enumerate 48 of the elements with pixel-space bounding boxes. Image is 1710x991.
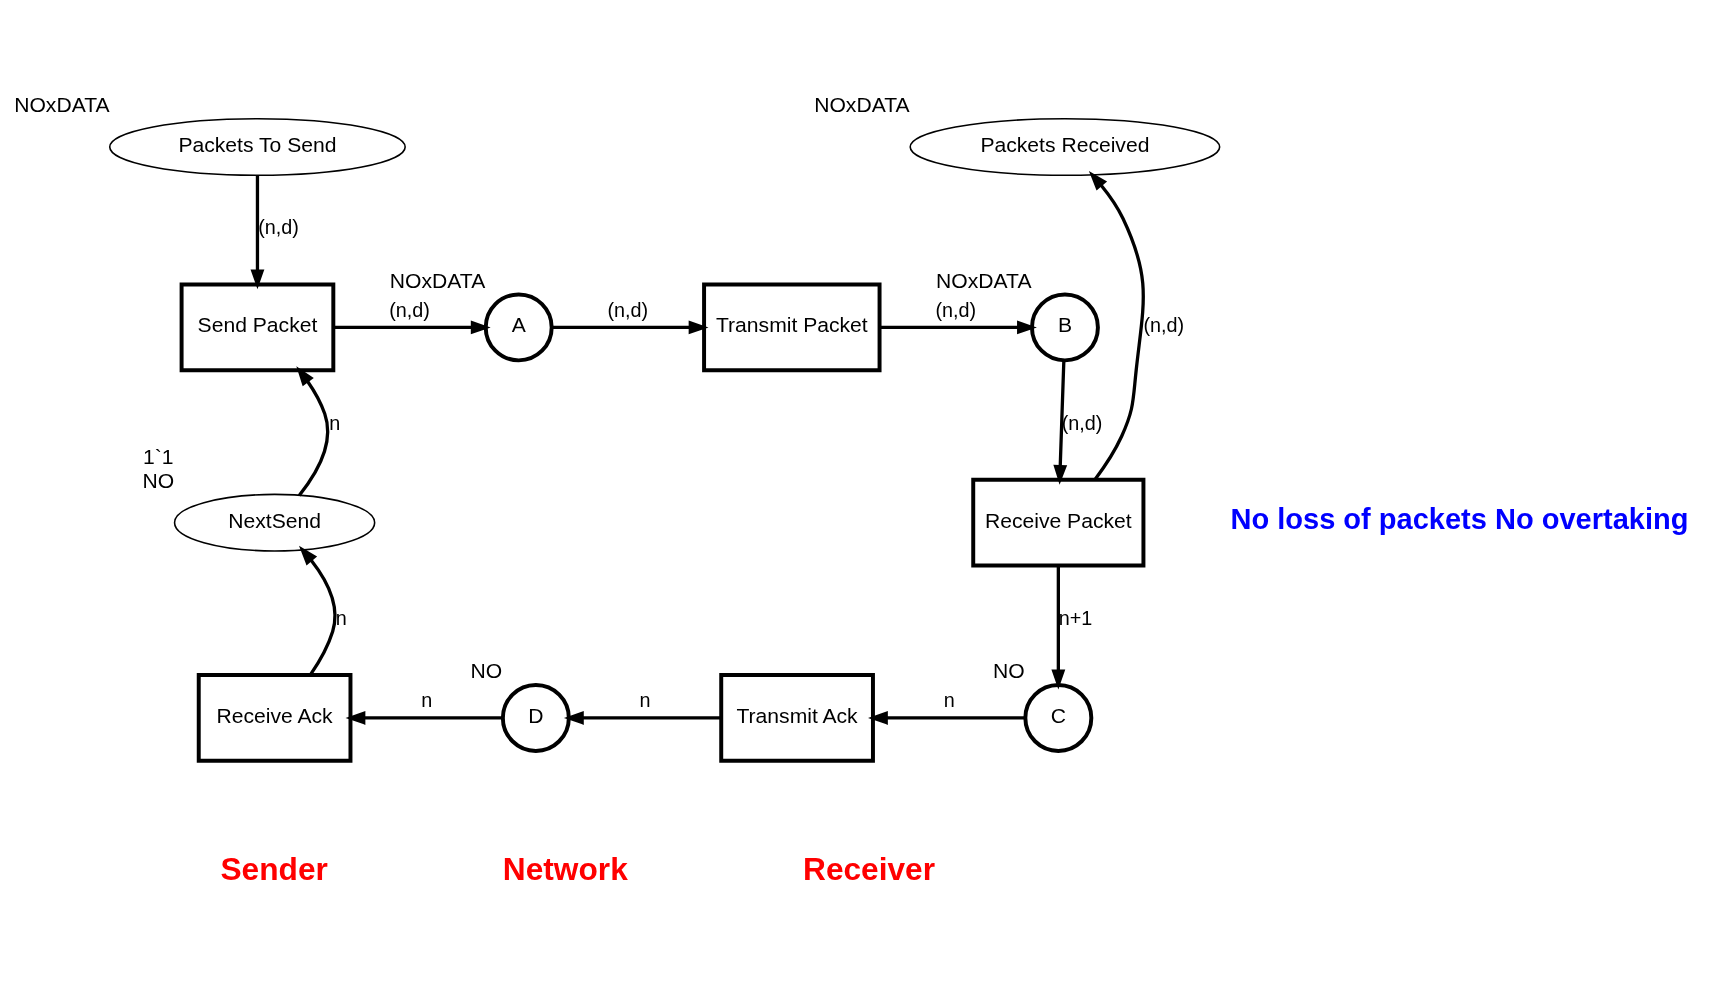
edge-label: (n,d): [935, 298, 977, 321]
arrow: [299, 545, 337, 676]
node-label: 1`1: [143, 444, 174, 468]
arrow: [1051, 565, 1066, 689]
label: Sender: [220, 850, 328, 887]
node-circle: B: [1029, 291, 1100, 362]
node-label: NOxDATA: [14, 92, 110, 116]
arrow: [296, 365, 330, 496]
edge-label: (n,d): [389, 298, 430, 321]
label: No loss of packets No overtaking: [1230, 502, 1689, 535]
node-ellipse: NextSend: [173, 493, 376, 552]
edge-label: n+1: [1058, 606, 1093, 629]
node-label: NO: [142, 468, 175, 492]
edge-label: (n,d): [1143, 313, 1185, 336]
node-circle: C: [1023, 682, 1094, 753]
node-circle: A: [483, 291, 554, 362]
node-label: NOxDATA: [936, 268, 1032, 292]
arrow: [1088, 170, 1145, 480]
node-box: Send Packet: [179, 282, 336, 372]
edge-label: n: [335, 606, 347, 629]
node-ellipse: Packets To Send: [108, 117, 406, 176]
arrow: [868, 710, 1026, 725]
edge-label: n: [639, 688, 651, 711]
node-box: Receive Ack: [196, 672, 353, 763]
node-label: NOxDATA: [389, 268, 486, 292]
arrow: [879, 319, 1037, 334]
node-circle: D: [500, 682, 571, 753]
arrow: [563, 710, 722, 725]
arrow: [552, 319, 709, 334]
node-label: NO: [993, 658, 1025, 682]
node-ellipse: Packets Received: [909, 117, 1221, 176]
arrow: [1053, 359, 1068, 485]
node-box: Transmit Packet: [702, 282, 882, 372]
label: Receiver: [803, 850, 936, 887]
node-label: NO: [470, 658, 503, 682]
label: Network: [502, 850, 628, 887]
edge-label: n: [943, 688, 955, 711]
node-label: NOxDATA: [814, 92, 910, 116]
edge-label: (n,d): [1061, 411, 1103, 434]
edge-label: (n,d): [607, 298, 649, 321]
edge-label: n: [421, 688, 433, 711]
arrow: [250, 174, 265, 289]
arrow: [345, 710, 503, 725]
node-box: Receive Packet: [971, 477, 1146, 568]
arrow: [333, 319, 491, 334]
edge-label: n: [329, 411, 341, 434]
edge-label: (n,d): [258, 215, 299, 238]
node-box: Transmit Ack: [719, 672, 875, 763]
